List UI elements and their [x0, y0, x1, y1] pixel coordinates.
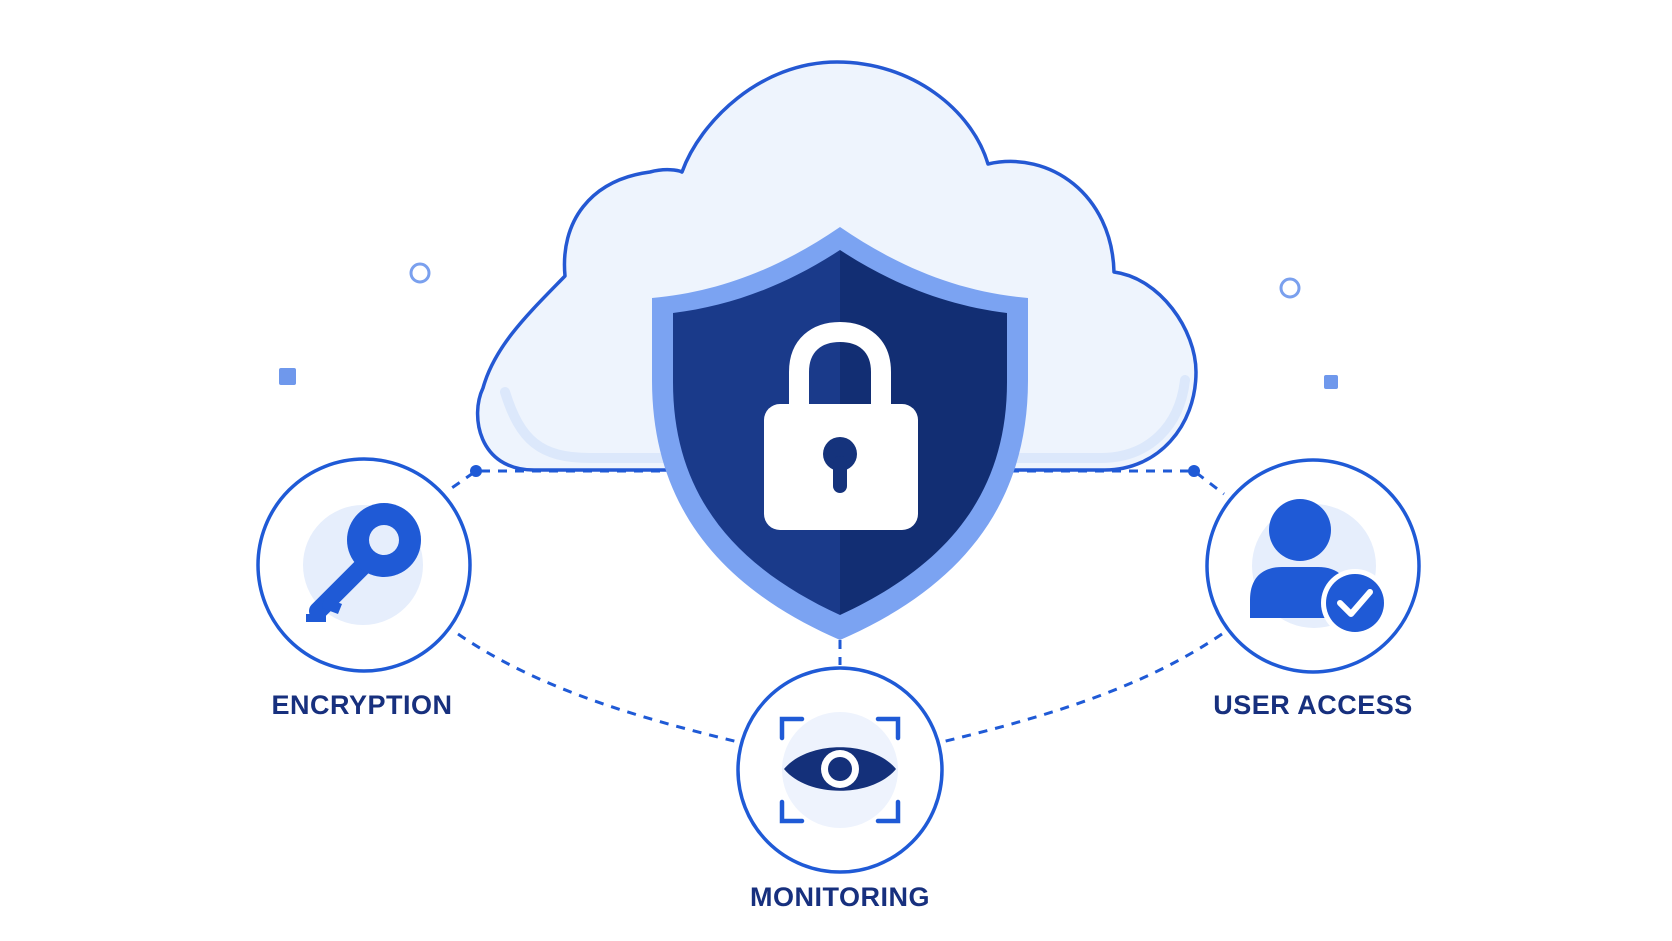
label-encryption: ENCRYPTION	[271, 690, 453, 720]
node-user-access	[1205, 458, 1421, 674]
connector-dot-left	[470, 465, 482, 477]
node-monitoring	[736, 666, 944, 874]
decorations	[279, 262, 1338, 389]
key-icon	[306, 503, 421, 622]
padlock-shackle	[789, 321, 891, 418]
connectors	[445, 469, 1225, 744]
connector-encryption-monitoring	[457, 632, 739, 744]
label-user-access: USER ACCESS	[1213, 690, 1413, 720]
connector-cloud-encryption	[445, 469, 660, 494]
decor-square-left	[279, 368, 296, 385]
check-icon	[1337, 589, 1373, 617]
node-encryption	[256, 457, 472, 673]
padlock-keyhole-slot	[833, 456, 847, 493]
eye-icon	[784, 747, 896, 791]
padlock-keyhole	[823, 437, 857, 471]
label-monitoring: MONITORING	[750, 882, 930, 912]
decor-square-right	[1324, 375, 1338, 389]
connector-cloud-user-access	[1010, 469, 1225, 496]
decor-ring-left	[409, 262, 431, 284]
user-check-icon	[1250, 499, 1389, 637]
connector-dot-right	[1188, 465, 1200, 477]
decor-ring-right	[1279, 277, 1301, 299]
padlock-icon	[764, 321, 918, 530]
connector-user-access-monitoring	[941, 632, 1223, 744]
scan-frame-icon	[779, 716, 901, 824]
